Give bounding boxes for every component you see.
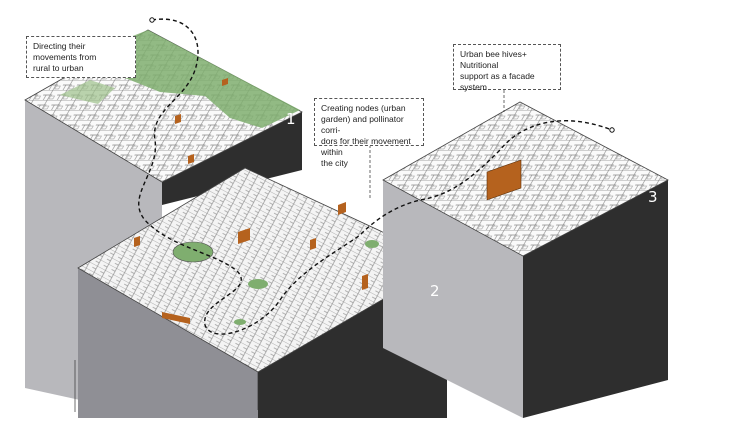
hive-8 [162, 312, 190, 324]
block-3-left-face [383, 180, 523, 418]
callout-1-text: Directing their movements from rural to … [33, 41, 97, 73]
hive-3 [338, 202, 346, 215]
path-start-marker [149, 17, 155, 23]
hive-2 [188, 154, 194, 164]
hive-markers [134, 78, 522, 324]
green-node-2 [248, 279, 268, 289]
block-3 [382, 101, 669, 418]
zone-label-3: 3 [648, 188, 658, 206]
block-2-left-face [78, 268, 258, 418]
bee-movement-path [138, 18, 613, 335]
callout-bee-hives-facade: Urban bee hives+ Nutritional support as … [453, 44, 561, 92]
green-node-3 [365, 240, 379, 248]
hive-1 [175, 114, 181, 124]
zone-label-2: 2 [430, 282, 440, 300]
hive-5 [238, 228, 250, 244]
block-1-right-face [162, 112, 302, 205]
green-area-1b [60, 80, 115, 104]
callout-urban-garden-corridors: Creating nodes (urban garden) and pollin… [314, 98, 424, 168]
callout-2-text: Creating nodes (urban garden) and pollin… [321, 103, 411, 168]
block-3-right-face [523, 180, 668, 418]
hive-7 [362, 274, 368, 290]
green-area-1 [110, 30, 300, 128]
callout-rural-to-urban: Directing their movements from rural to … [26, 36, 136, 78]
block-3-top-face [382, 101, 669, 257]
path-end-marker [609, 127, 615, 133]
green-node-1 [172, 241, 214, 263]
hive-9 [222, 78, 228, 86]
hive-4 [310, 238, 316, 250]
frame-line [74, 360, 259, 412]
facade-hive [486, 159, 522, 201]
zone-label-1: 1 [286, 110, 296, 128]
callout-3-text: Urban bee hives+ Nutritional support as … [460, 49, 535, 92]
hive-6 [134, 236, 140, 247]
green-node-4 [234, 319, 246, 325]
